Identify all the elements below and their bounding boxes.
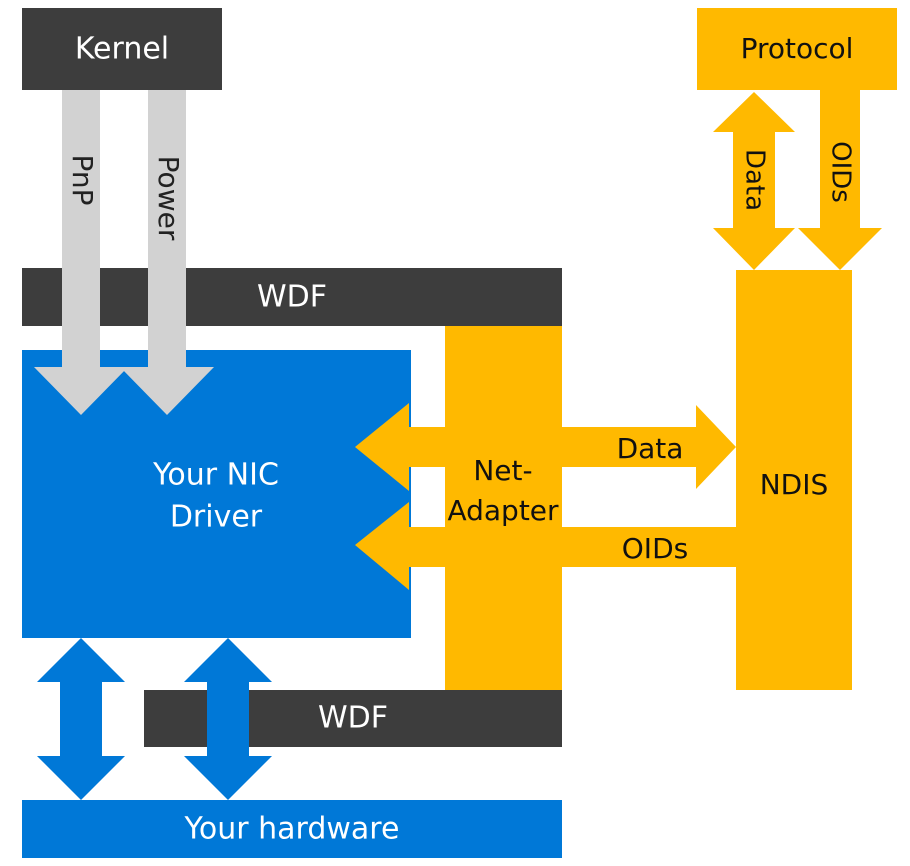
hardware-label: Your hardware — [184, 812, 400, 847]
power-label: Power — [152, 156, 185, 241]
hardware-right-double-arrow — [184, 638, 272, 800]
data-vertical-arrow — [713, 92, 795, 270]
netadapter-label-line2: Adapter — [447, 494, 559, 527]
pnp-arrow — [34, 90, 128, 415]
wdf-top-bar — [22, 268, 562, 326]
wdf-bottom-label: WDF — [318, 701, 388, 736]
hardware-left-double-arrow — [37, 638, 125, 800]
power-arrowhead — [120, 350, 214, 415]
oids-right-label: OIDs — [622, 532, 688, 565]
kernel-box — [22, 8, 222, 90]
data-right-label: Data — [617, 432, 684, 465]
oids-vertical-arrow — [798, 90, 882, 270]
oids-horizontal-arrow — [355, 502, 736, 590]
pnp-label: PnP — [66, 154, 99, 205]
protocol-box — [697, 8, 897, 90]
protocol-label: Protocol — [741, 32, 854, 65]
data-vertical-label: Data — [740, 149, 770, 211]
wdf-top-label: WDF — [257, 280, 327, 315]
ndis-box — [736, 270, 852, 690]
nic-driver-label-line2: Driver — [170, 500, 263, 535]
data-horizontal-arrow — [355, 403, 736, 491]
hardware-bar — [22, 800, 562, 858]
nic-driver-label-line1: Your NIC — [152, 458, 279, 493]
oids-vertical-label: OIDs — [826, 141, 856, 203]
kernel-label: Kernel — [75, 32, 169, 67]
netadapter-box — [445, 326, 562, 690]
ndis-label: NDIS — [760, 468, 829, 501]
netadapter-label-line1: Net- — [473, 454, 532, 487]
pnp-arrowhead — [34, 350, 128, 415]
power-arrow — [120, 90, 214, 415]
